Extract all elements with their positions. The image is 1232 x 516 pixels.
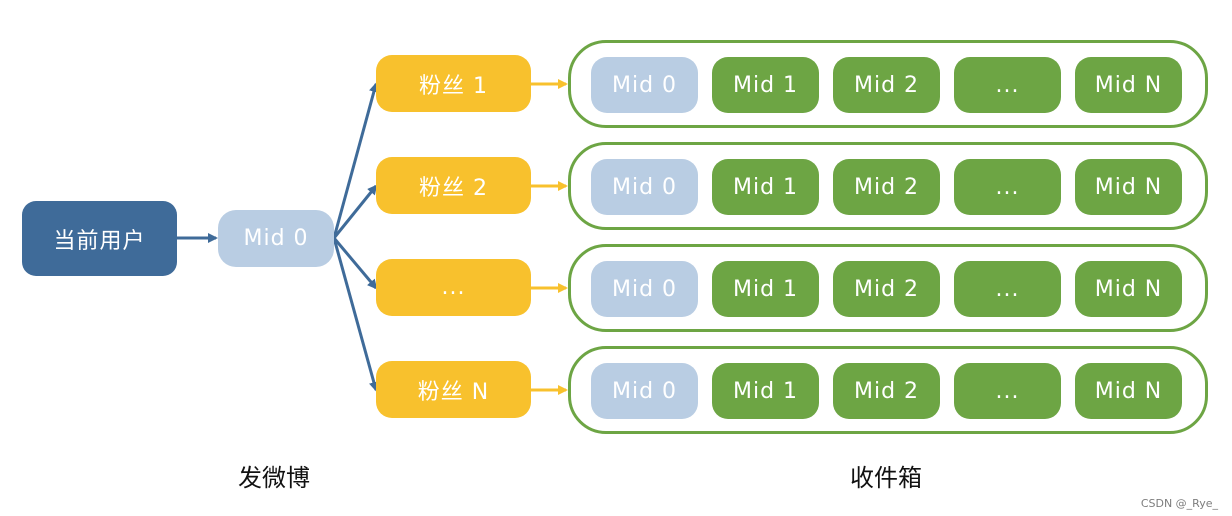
- caption-post: 发微博: [238, 464, 310, 492]
- inbox-item: Mid N: [1075, 261, 1182, 317]
- inbox-row-1: Mid 0 Mid 1 Mid 2 ... Mid N: [568, 40, 1208, 128]
- inbox-item: ...: [954, 57, 1061, 113]
- inbox-item: Mid N: [1075, 57, 1182, 113]
- inbox-item: Mid 2: [833, 159, 940, 215]
- inbox-item: Mid 0: [591, 159, 698, 215]
- fan-node-3: ...: [376, 259, 531, 316]
- fan-node-2: 粉丝 2: [376, 157, 531, 214]
- inbox-item: Mid 0: [591, 57, 698, 113]
- fan-node-1: 粉丝 1: [376, 55, 531, 112]
- current-user-node: 当前用户: [22, 201, 177, 276]
- inbox-item: ...: [954, 363, 1061, 419]
- inbox-item: ...: [954, 261, 1061, 317]
- watermark: CSDN @_Rye_: [1140, 497, 1218, 510]
- inbox-row-2: Mid 0 Mid 1 Mid 2 ... Mid N: [568, 142, 1208, 230]
- inbox-item: ...: [954, 159, 1061, 215]
- caption-inbox: 收件箱: [850, 464, 922, 492]
- inbox-item: Mid 0: [591, 363, 698, 419]
- inbox-item: Mid 1: [712, 261, 819, 317]
- arrow-post-to-fan-2: [332, 184, 378, 239]
- inbox-item: Mid 0: [591, 261, 698, 317]
- arrow-post-to-fan-1: [332, 82, 379, 239]
- post-message-node: Mid 0: [218, 210, 334, 267]
- arrow-post-to-fan-n: [332, 237, 379, 392]
- arrow-post-to-fan-3: [332, 237, 378, 290]
- inbox-item: Mid 1: [712, 363, 819, 419]
- inbox-row-n: Mid 0 Mid 1 Mid 2 ... Mid N: [568, 346, 1208, 434]
- inbox-item: Mid N: [1075, 159, 1182, 215]
- inbox-item: Mid 2: [833, 363, 940, 419]
- inbox-row-3: Mid 0 Mid 1 Mid 2 ... Mid N: [568, 244, 1208, 332]
- fan-node-n: 粉丝 N: [376, 361, 531, 418]
- inbox-item: Mid N: [1075, 363, 1182, 419]
- inbox-item: Mid 2: [833, 261, 940, 317]
- inbox-item: Mid 1: [712, 159, 819, 215]
- inbox-item: Mid 1: [712, 57, 819, 113]
- inbox-item: Mid 2: [833, 57, 940, 113]
